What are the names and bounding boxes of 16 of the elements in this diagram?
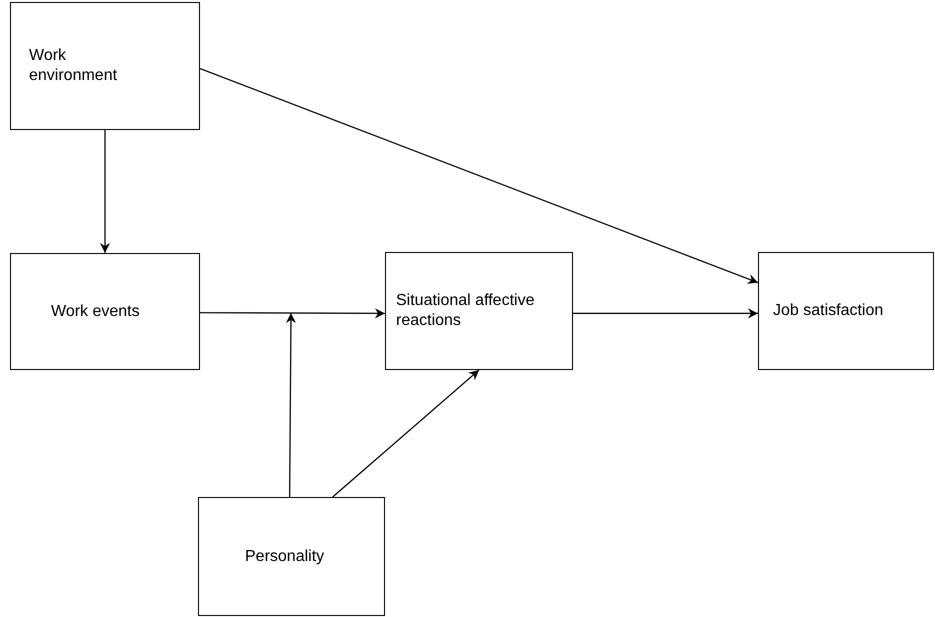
box-label: Work events — [51, 302, 140, 322]
process-box — [10, 2, 200, 130]
process-box — [758, 252, 934, 370]
box-label: Job satisfaction — [773, 301, 884, 321]
arrow — [100, 130, 110, 253]
arrow — [573, 308, 758, 318]
arrow — [286, 313, 296, 497]
arrow — [200, 308, 385, 318]
process-box — [198, 497, 385, 616]
arrow — [332, 370, 480, 498]
process-box — [10, 253, 200, 370]
box-label: Situational affective reactions — [396, 291, 536, 331]
process-box — [385, 252, 573, 370]
arrow — [200, 68, 758, 284]
box-label: Personality — [245, 546, 324, 566]
box-label: Work environment — [29, 46, 118, 86]
